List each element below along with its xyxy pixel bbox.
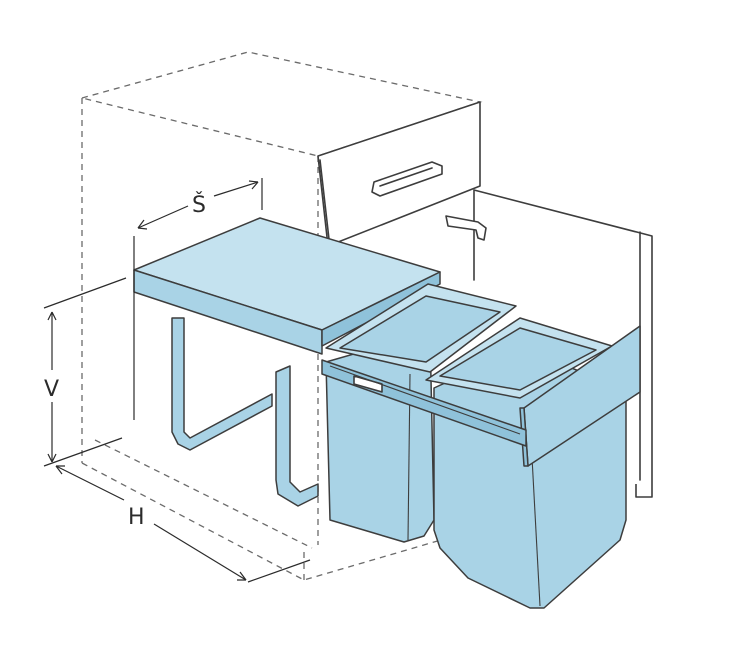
door-handle-icon xyxy=(445,215,487,241)
dimension-depth: H xyxy=(55,465,311,583)
dimension-depth-label: H xyxy=(128,505,145,530)
dimension-width: Š xyxy=(133,178,263,420)
front-panel xyxy=(321,325,641,467)
drawer xyxy=(317,101,481,249)
dimension-height-label: V xyxy=(44,377,59,402)
dimension-width-label: Š xyxy=(192,192,206,218)
dimension-height: V xyxy=(43,277,127,467)
